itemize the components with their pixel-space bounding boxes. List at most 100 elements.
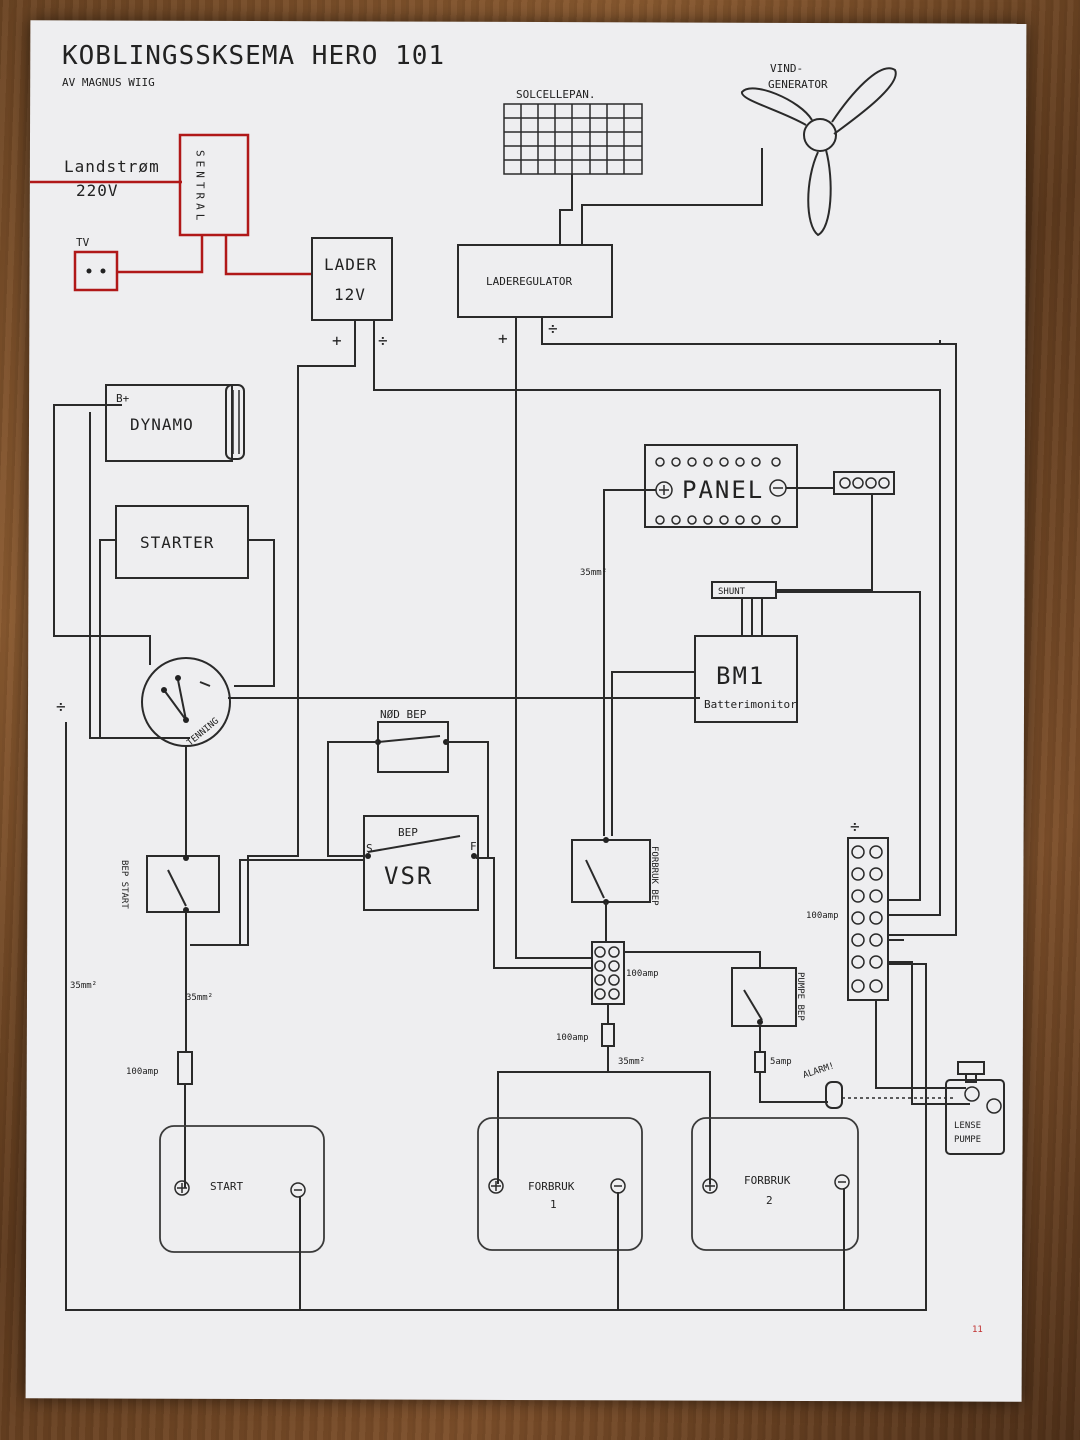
nod-bep-switch: [377, 721, 449, 773]
bep-start-switch: [146, 855, 220, 913]
forbruk-fuse: [601, 1023, 615, 1047]
tv-outlet: [73, 250, 119, 292]
shunt-box: [711, 581, 777, 599]
nod-bep-label: NØD BEP: [380, 708, 427, 721]
panel-breakers-top-icon: [655, 457, 781, 467]
battery-forbruk-2: [691, 1117, 859, 1251]
start-fuse: [177, 1051, 193, 1085]
panel-plus-wire: [603, 489, 656, 836]
starter-tenning-wire: [234, 539, 275, 687]
vsr-bep-label: BEP: [398, 826, 418, 839]
diagram-author: AV MAGNUS WIIG: [62, 76, 155, 89]
forbruk-100amp-label: 100amp: [556, 1033, 589, 1043]
dynamo-box: [105, 384, 233, 462]
battery-forbruk-1: [477, 1117, 643, 1251]
battery-forbruk-2-number: 2: [766, 1194, 773, 1207]
lader-plus: +: [332, 331, 343, 350]
shunt-to-bm1: [741, 598, 763, 636]
lader-label: LADER: [324, 255, 377, 274]
panel-terminal-block: [833, 471, 895, 495]
dynamo-b-plus: B+: [116, 392, 130, 405]
starter-wire: [99, 539, 116, 738]
battery-start: [159, 1125, 325, 1253]
220v-label: 220V: [76, 181, 119, 200]
battery-start-label: START: [210, 1180, 243, 1193]
solar-panel-icon: [503, 103, 643, 175]
laderegulator-box: [457, 244, 613, 318]
tv-outlet-pin-right-icon: [100, 268, 106, 274]
vsr-f-label: F: [470, 840, 477, 853]
shunt-to-minus-bus: [776, 591, 921, 901]
bus-to-pumpe: [624, 951, 761, 968]
panel-label: PANEL: [682, 476, 764, 504]
ground-minus-label: ÷: [56, 697, 67, 716]
dynamo-bplus-wire: [53, 404, 151, 665]
lader-red-wire: [224, 235, 312, 276]
lense-label-1: LENSE: [954, 1121, 981, 1131]
starter-box: [115, 505, 249, 579]
plus-bus-screws-icon: [594, 946, 620, 1000]
lader-plus-wire: [190, 320, 356, 946]
diagram-title: KOBLINGSSKSEMA HERO 101: [62, 41, 445, 71]
minus-bus-label: ÷: [850, 817, 861, 836]
tv-outlet-pin-left-icon: [86, 268, 92, 274]
dynamo-pulley: [225, 384, 245, 460]
regulator-minus-wire: [541, 317, 957, 936]
forbruk-bep-label: FORBRUK BEP: [649, 846, 659, 906]
lense-pumpe-icon: [945, 1061, 1005, 1155]
start-35mm-label: 35mm²: [186, 993, 213, 1003]
landstrom-label: Landstrøm: [64, 157, 160, 176]
shunt-label: SHUNT: [718, 587, 746, 597]
lader-12v-label: 12V: [334, 285, 366, 304]
wind-wire: [581, 148, 763, 245]
panel-box: [644, 444, 798, 528]
vsr-box: [363, 815, 479, 911]
forbruk-bep-switch: [571, 839, 651, 903]
panel-35mm-label: 35mm²: [580, 568, 607, 578]
minus-bus-screws-icon: [851, 845, 883, 993]
laderegulator-label: LADEREGULATOR: [486, 275, 572, 288]
solar-wire: [559, 174, 573, 245]
panel-breakers-bottom-icon: [655, 515, 781, 525]
alarm-label: ALARM!: [802, 1061, 836, 1081]
bep-start-label: BEP START: [119, 860, 129, 909]
dynamo-label: DYNAMO: [130, 415, 194, 434]
starter-label: STARTER: [140, 533, 214, 552]
regulator-plus-wire: [515, 317, 592, 959]
vsr-f-wire: [478, 857, 592, 969]
ground-rail: [65, 722, 927, 1311]
vind-label-1: VIND-: [770, 62, 803, 75]
battery-forbruk-1-number: 1: [550, 1198, 557, 1211]
nod-bep-right-wire: [446, 741, 489, 859]
wind-generator-icon: [741, 67, 897, 237]
pumpe-bep-label: PUMPE BEP: [795, 972, 805, 1021]
nod-bep-left-wire: [327, 741, 378, 857]
pumpe-5amp-label: 5amp: [770, 1057, 792, 1067]
bm1-label: BM1: [716, 662, 765, 690]
lader-minus-wire: [373, 320, 941, 916]
bm1-plus-wire: [611, 671, 695, 836]
pumpe-fuse: [754, 1051, 766, 1073]
tenning-switch-icon: [141, 657, 231, 747]
battery-forbruk-2-label: FORBRUK: [744, 1174, 791, 1187]
vsr-s-label: S: [366, 842, 373, 855]
start-100amp-label: 100amp: [126, 1067, 159, 1077]
lense-label-2: PUMPE: [954, 1135, 981, 1145]
vind-label-2: GENERATOR: [768, 78, 828, 91]
dynamo-to-tenning: [89, 412, 190, 739]
pumpe-bep-switch: [731, 967, 797, 1027]
solcelle-label: SOLCELLEPAN.: [516, 88, 595, 101]
battery-forbruk-1-label: FORBRUK: [528, 1180, 575, 1193]
minus-bus-100amp-label: 100amp: [806, 911, 839, 921]
bus-100amp-label: 100amp: [626, 969, 659, 979]
vsr-s-wire: [239, 859, 364, 945]
regulator-minus: ÷: [548, 319, 559, 338]
minus-bus-bar: [847, 837, 889, 1001]
page-mark: 11: [972, 1325, 983, 1335]
ground-35mm-label: 35mm²: [70, 981, 97, 991]
forbruk-fuse-wire: [497, 1046, 711, 1184]
bm1-box: [694, 635, 798, 723]
alarm-icon: [825, 1081, 843, 1109]
sentral-box: [178, 133, 250, 237]
